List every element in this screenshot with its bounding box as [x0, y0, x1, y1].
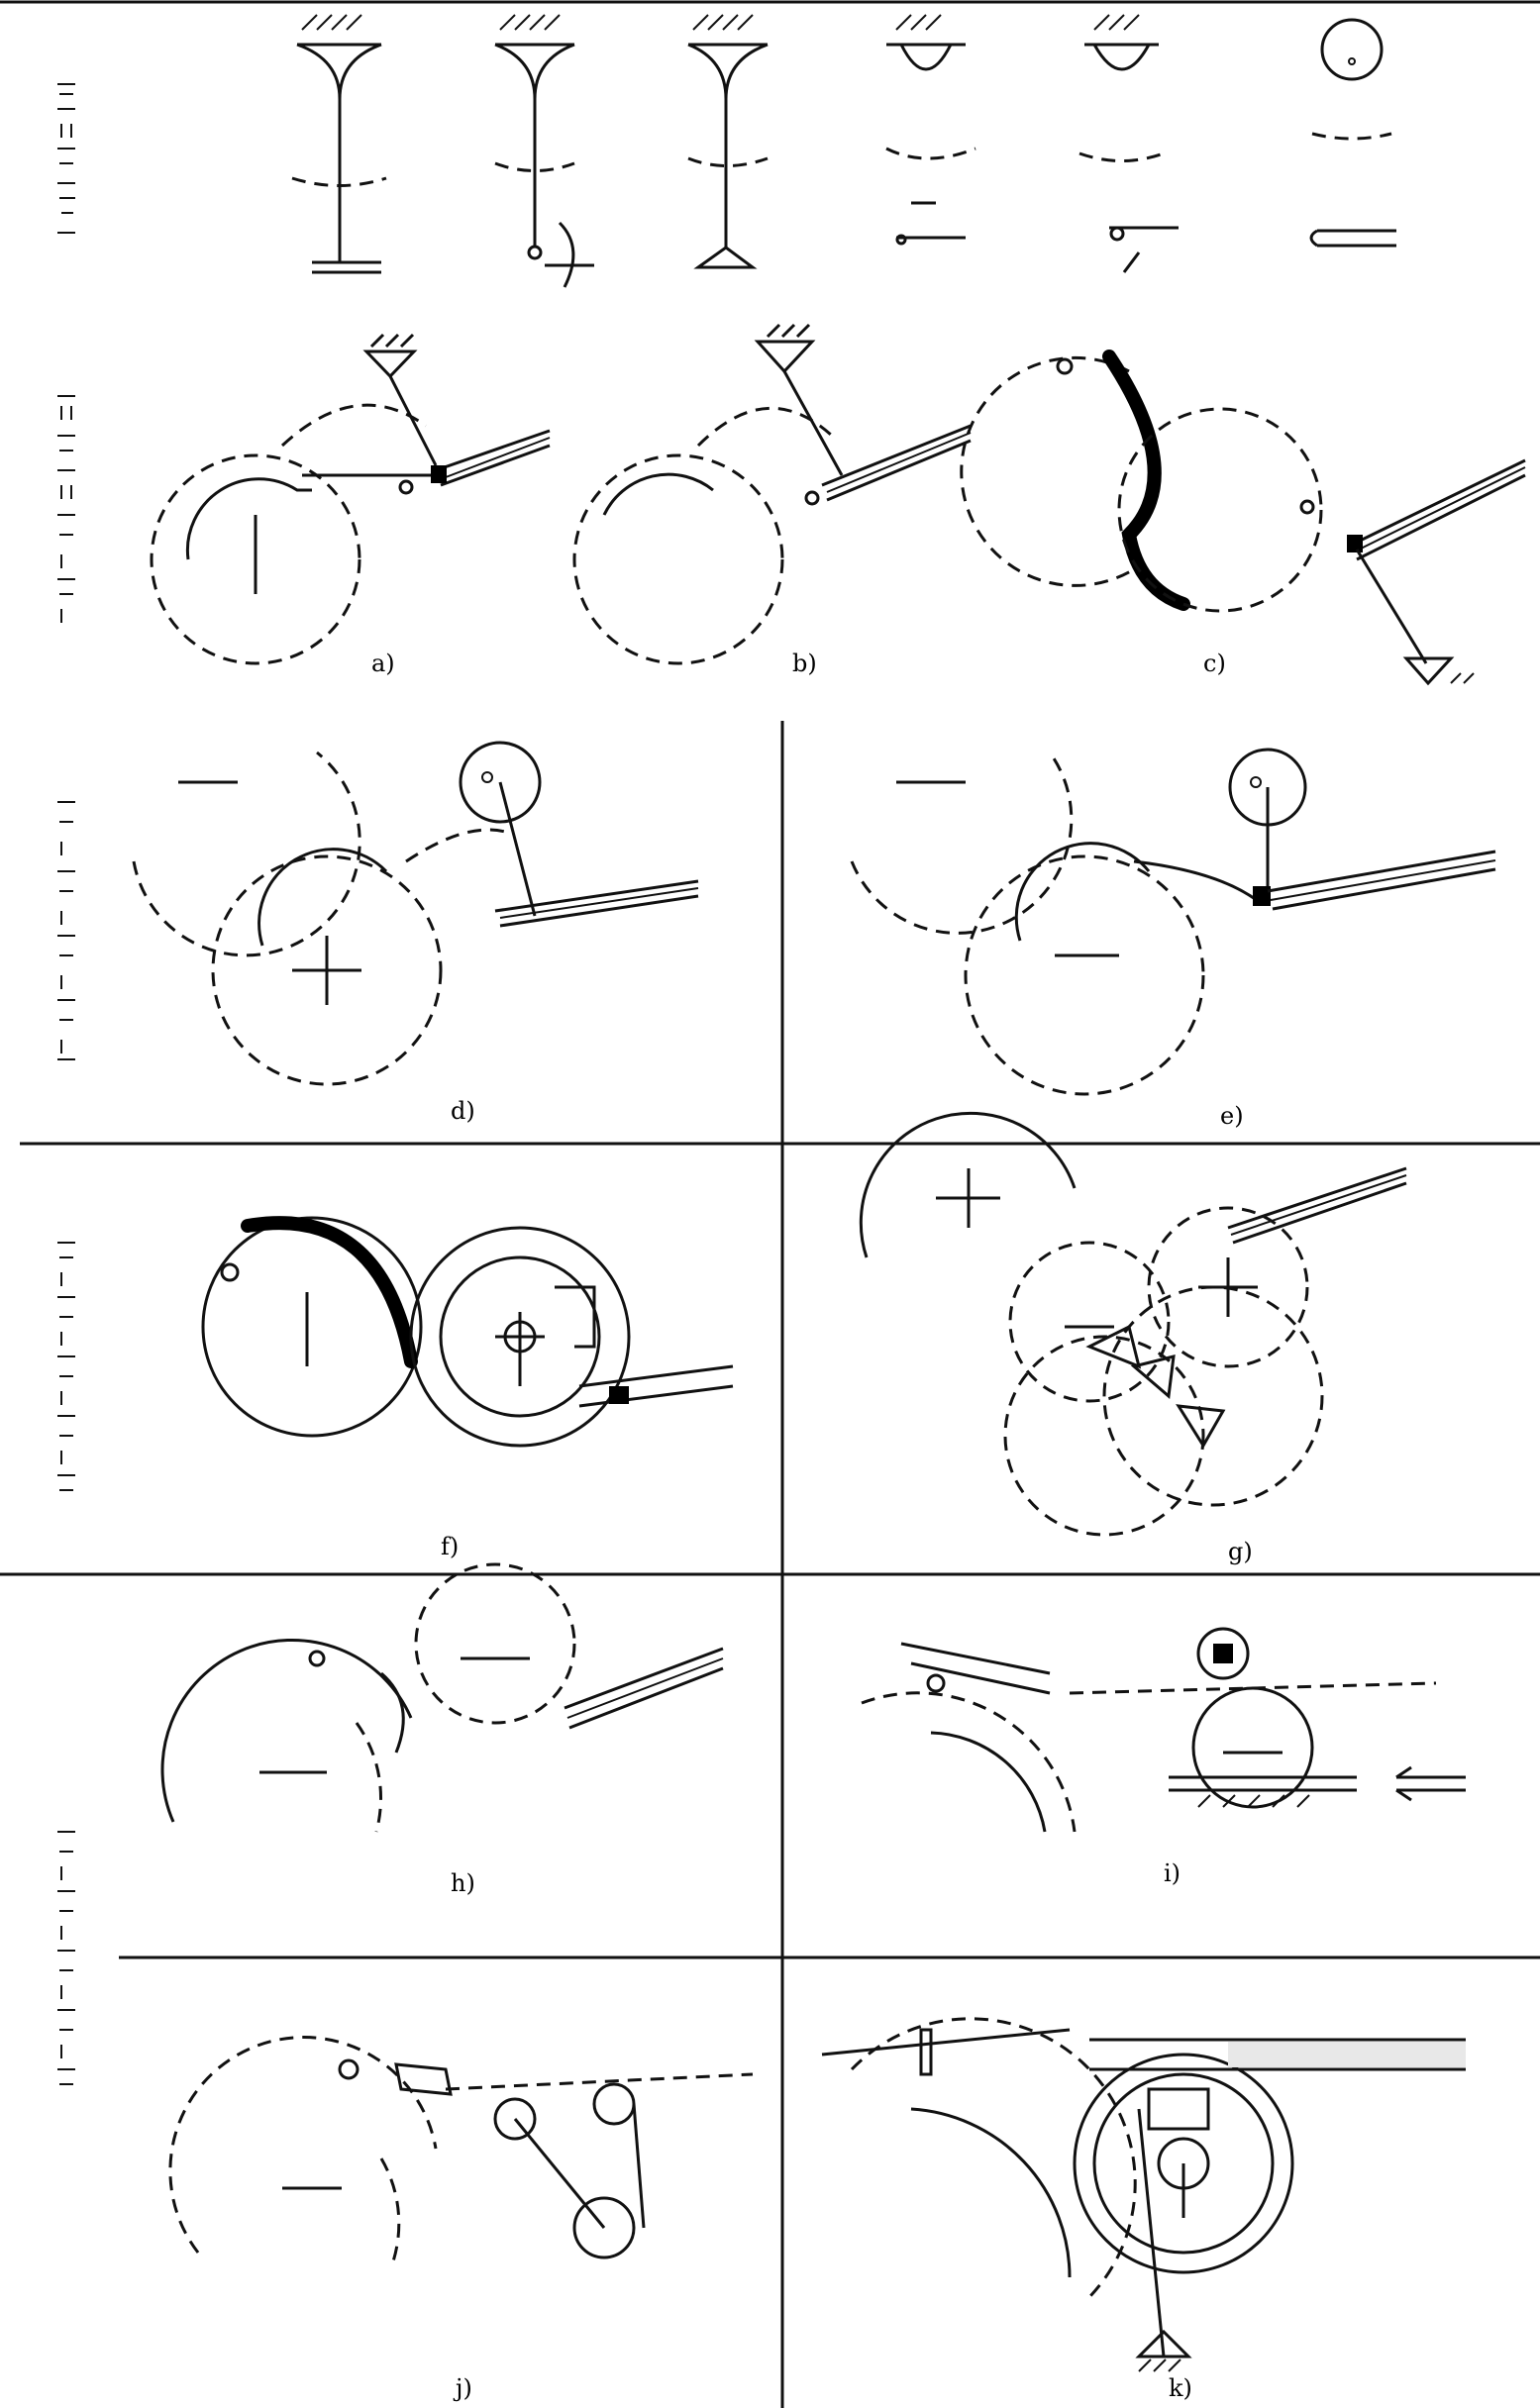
- label-d: d): [451, 1097, 475, 1125]
- label-j: j): [453, 2374, 472, 2402]
- diagram-b: b): [572, 323, 972, 677]
- diagram-e: e): [850, 748, 1496, 1130]
- gripper-type-4: [885, 14, 976, 246]
- diagram-g: g): [859, 1111, 1407, 1565]
- gripper-types-row: [291, 14, 1396, 288]
- label-i: i): [1164, 1859, 1181, 1887]
- diagram-a: a): [150, 333, 551, 677]
- diagram-d: d): [132, 741, 699, 1125]
- row-label-4: [57, 1242, 75, 1491]
- row-label-1: [57, 83, 75, 234]
- diagram-j: j): [168, 2036, 754, 2402]
- row-label-3: [57, 801, 75, 1060]
- diagram-k: k): [821, 2017, 1466, 2402]
- diagram-f: f): [201, 1216, 734, 1560]
- diagram-i: i): [861, 1627, 1466, 1887]
- label-c: c): [1203, 650, 1226, 677]
- row-label-5: [57, 1831, 75, 2085]
- label-k: k): [1169, 2374, 1192, 2402]
- label-g: g): [1228, 1538, 1253, 1565]
- diagram-c: c): [960, 350, 1526, 686]
- label-f: f): [441, 1533, 459, 1560]
- gripper-type-5: [1078, 14, 1179, 273]
- gripper-type-3: [687, 14, 769, 269]
- diagram-h: h): [160, 1562, 724, 1897]
- label-e: e): [1220, 1102, 1244, 1130]
- row-label-2: [57, 395, 75, 623]
- gripper-type-6: [1309, 18, 1396, 248]
- label-a: a): [371, 650, 395, 677]
- gripper-type-2: [494, 14, 594, 288]
- label-h: h): [451, 1869, 475, 1897]
- label-b: b): [792, 650, 817, 677]
- gripper-type-1: [291, 14, 387, 274]
